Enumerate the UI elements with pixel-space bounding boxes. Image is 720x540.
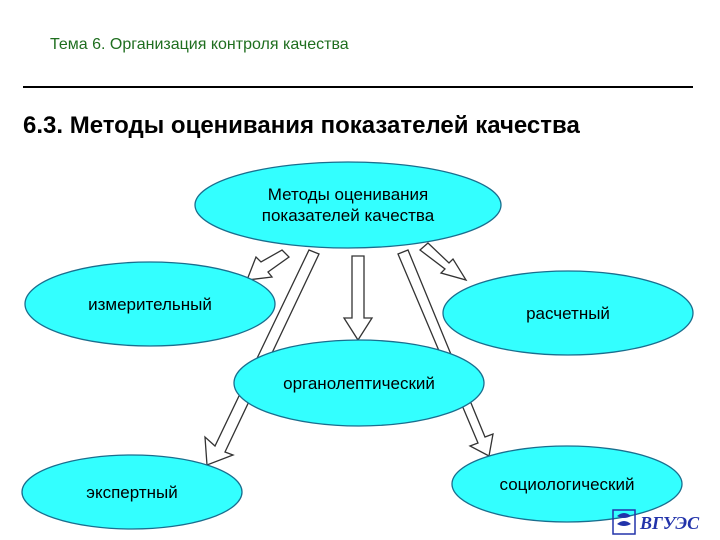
node-center-label: Методы оценивания показателей качества: [261, 185, 435, 225]
node-center-ellipse: [194, 161, 502, 249]
slide-title: 6.3. Методы оценивания показателей качес…: [23, 112, 580, 139]
logo-text: ВГУЭС: [639, 513, 700, 533]
arrow-to-organoleptic: [342, 255, 374, 342]
node-organoleptic-ellipse: [233, 339, 485, 427]
node-expert-ellipse: [21, 454, 243, 530]
node-measuring-label: измерительный: [88, 294, 212, 314]
node-sociological-label: социологический: [499, 474, 635, 494]
node-measuring-ellipse: [24, 261, 276, 347]
university-logo: ВГУЭС: [612, 509, 700, 535]
node-expert-label: экспертный: [86, 482, 178, 502]
node-organoleptic-label: органолептический: [283, 373, 435, 393]
emblem-icon: [612, 509, 636, 535]
arrow-to-measuring: [245, 249, 291, 281]
node-calculation-label: расчетный: [526, 303, 610, 323]
node-calculation-ellipse: [442, 270, 694, 356]
header-divider: [23, 86, 693, 88]
arrow-to-calculation: [418, 242, 468, 282]
node-sociological-ellipse: [451, 445, 683, 523]
topic-header: Тема 6. Организация контроля качества: [50, 36, 349, 53]
